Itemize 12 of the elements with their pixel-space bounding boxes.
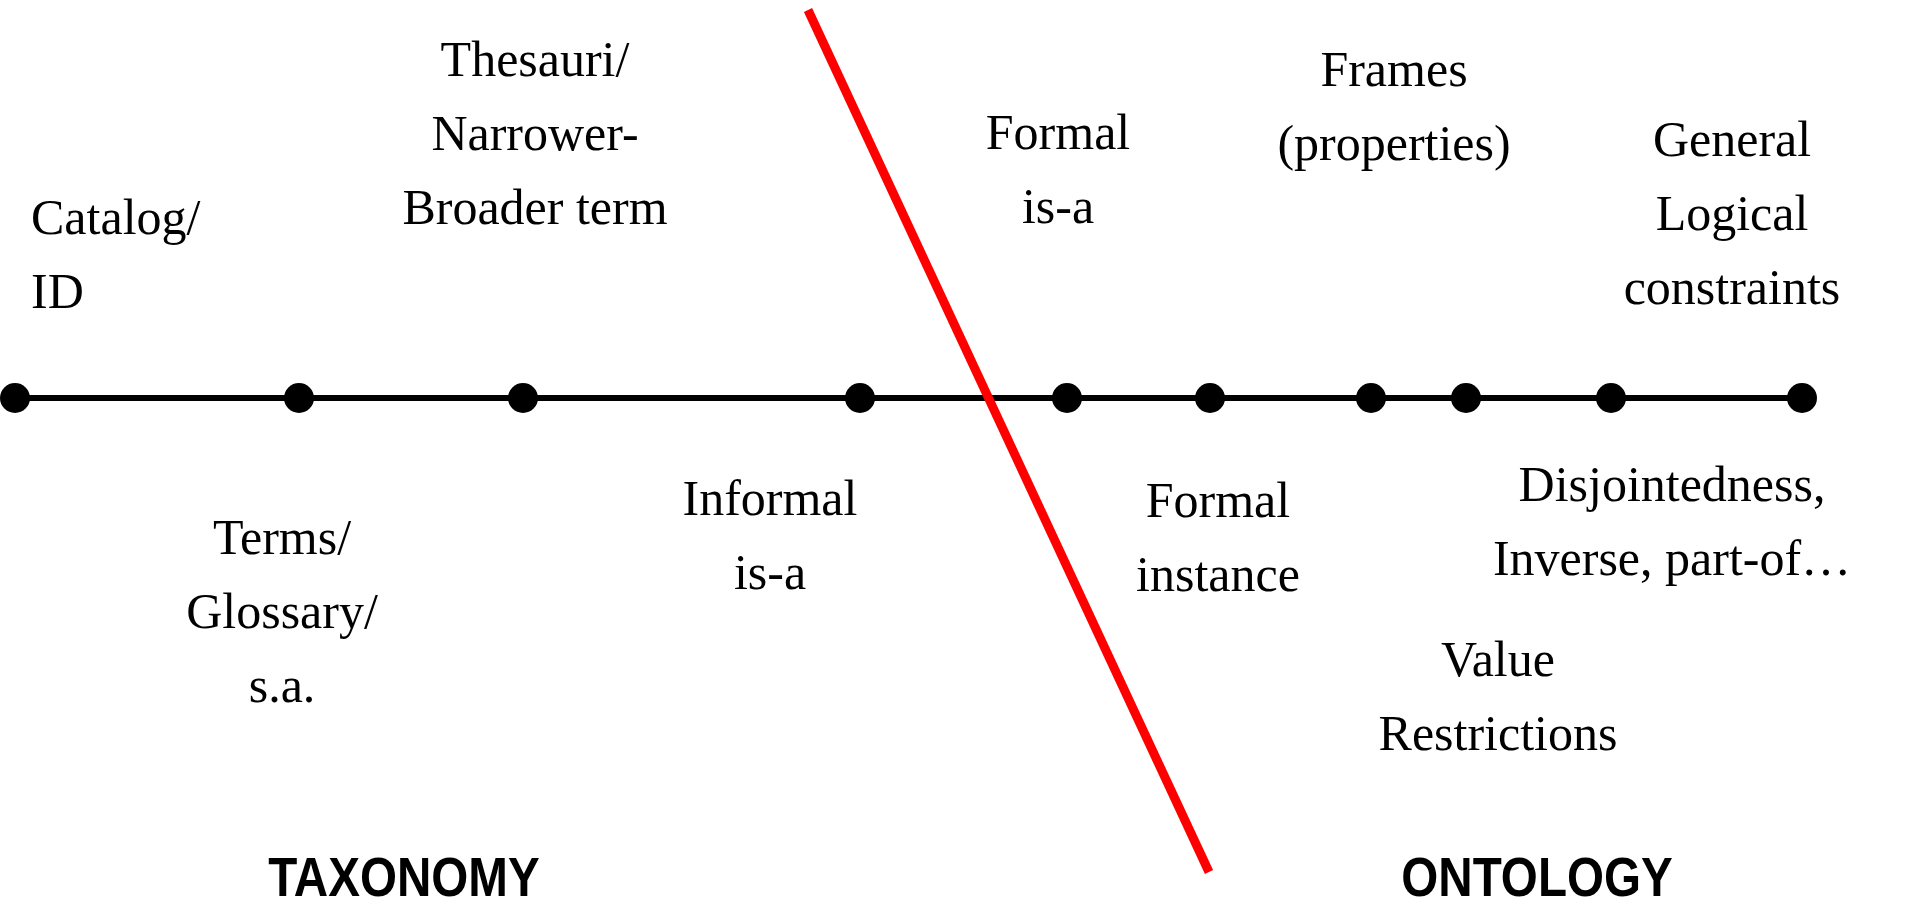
spectrum-label: Value Restrictions: [1378, 630, 1618, 763]
spectrum-label: Catalog/ ID: [31, 188, 201, 321]
spectrum-label: Informal is-a: [682, 469, 858, 602]
section-heading: ONTOLOGY: [1401, 845, 1673, 906]
section-heading: TAXONOMY: [268, 845, 540, 906]
spectrum-label: Frames (properties): [1277, 40, 1511, 173]
spectrum-label: General Logical constraints: [1623, 110, 1841, 317]
spectrum-label: Formal instance: [1136, 471, 1300, 604]
spectrum-label: Terms/ Glossary/ s.a.: [186, 508, 378, 715]
spectrum-label: Thesauri/ Narrower- Broader term: [402, 30, 668, 237]
spectrum-label: Formal is-a: [985, 103, 1131, 236]
spectrum-label: Disjointedness, Inverse, part-of…: [1492, 455, 1852, 588]
